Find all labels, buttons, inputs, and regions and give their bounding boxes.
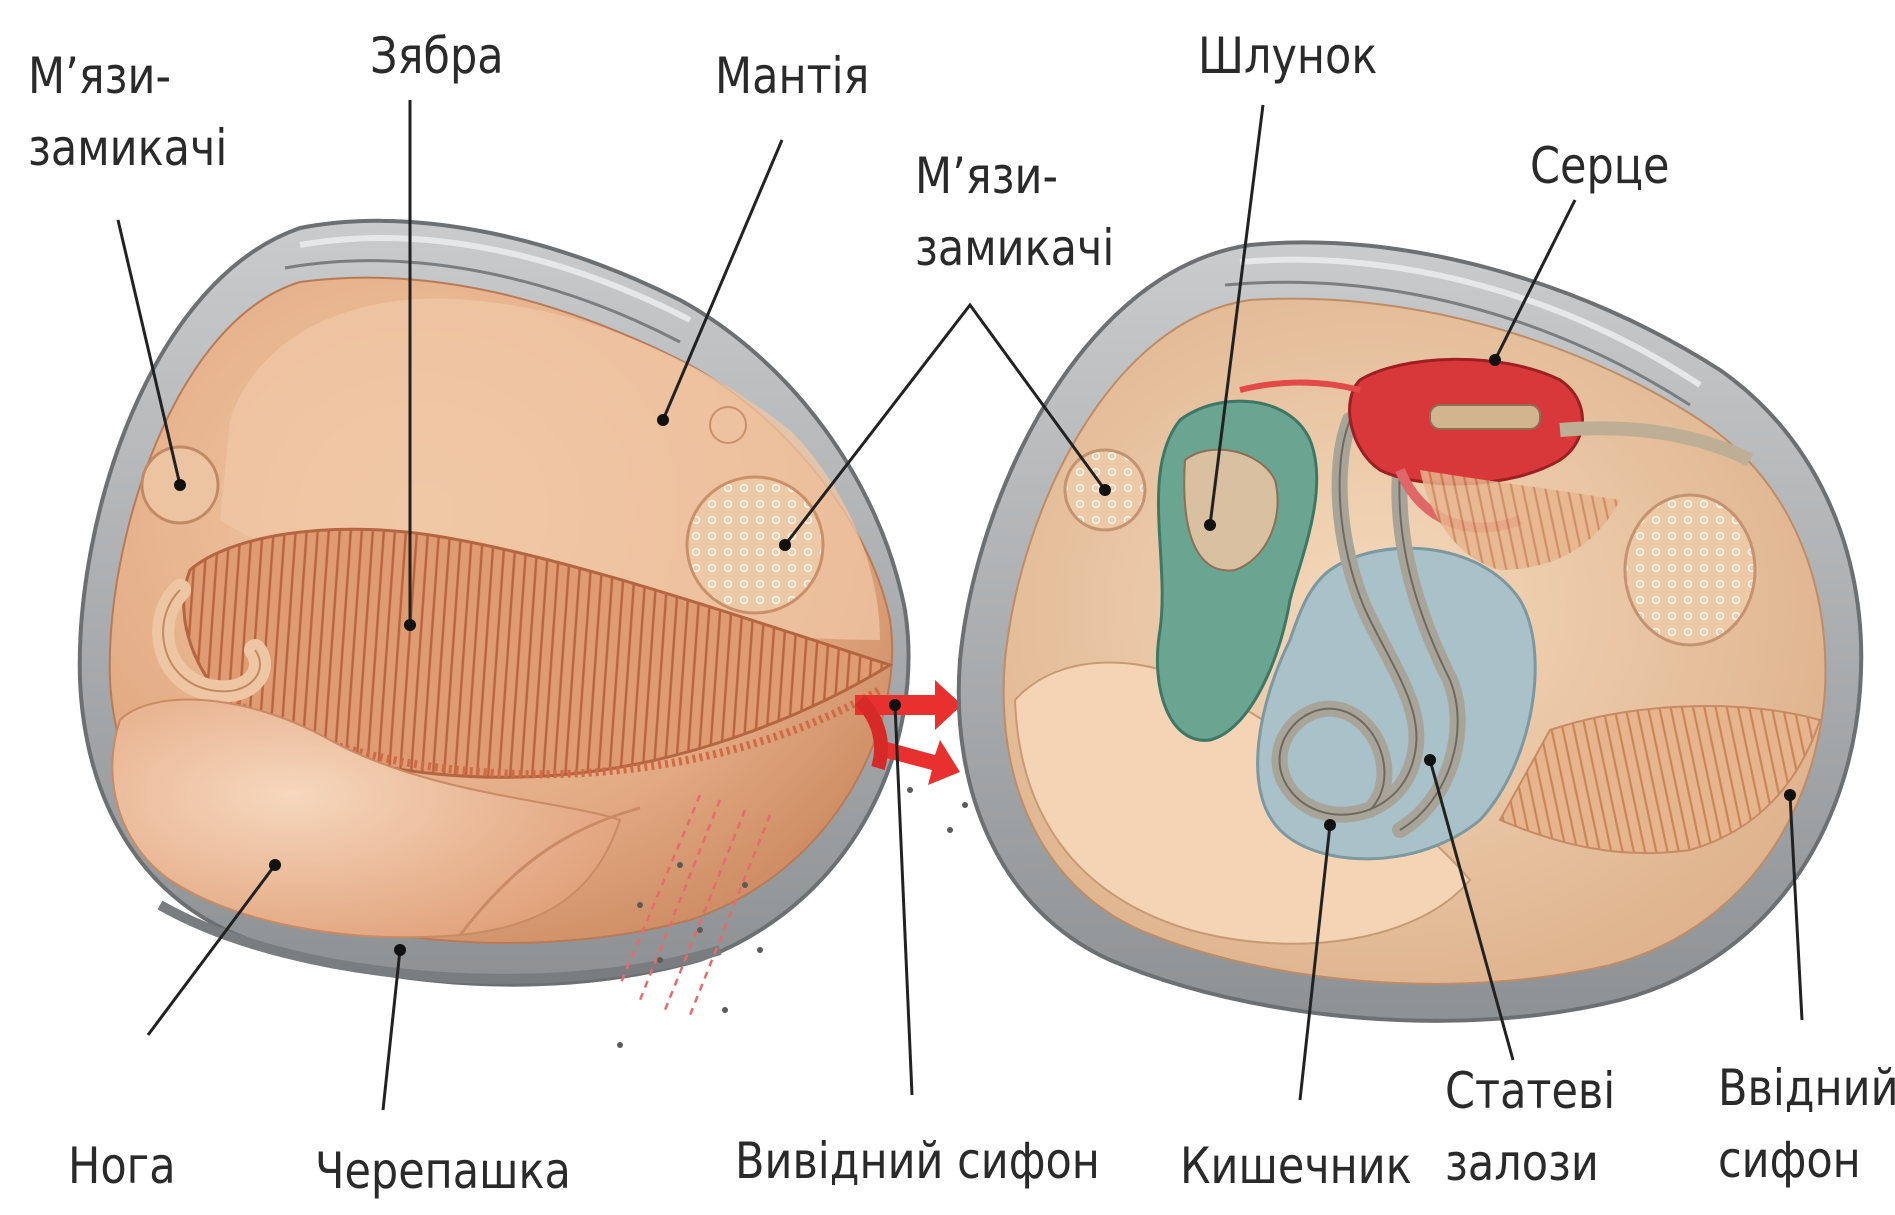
label-gill: Зябра: [370, 20, 504, 92]
right-specimen: [959, 242, 1862, 1020]
left-specimen: [80, 221, 988, 1048]
right-posterior-adductor: [1625, 495, 1755, 645]
label-heart: Серце: [1530, 130, 1670, 202]
left-posterior-adductor: [687, 477, 823, 613]
label-intestine: Кишечник: [1180, 1130, 1412, 1202]
label-inlet-siphon: Ввідний сифон: [1718, 1052, 1895, 1196]
label-gonads: Статеві залози: [1445, 1055, 1615, 1199]
label-mantle: Мантія: [715, 40, 869, 112]
label-left-adductor-muscles: М’язи- замикачі: [28, 40, 227, 184]
label-foot: Нога: [68, 1130, 176, 1202]
label-outlet-siphon: Вивідний сифон: [735, 1125, 1100, 1197]
label-shell: Черепашка: [315, 1135, 571, 1207]
label-stomach: Шлунок: [1198, 20, 1377, 92]
label-right-adductor-muscles: М’язи- замикачі: [915, 140, 1114, 284]
